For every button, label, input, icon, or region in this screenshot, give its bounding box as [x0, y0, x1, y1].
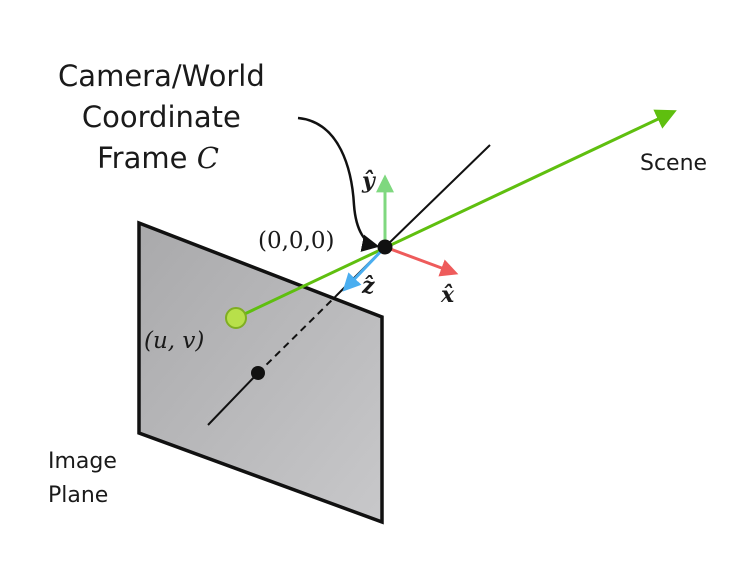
frame-label: Camera/World Coordinate Frame C [58, 59, 274, 175]
optical-axis-scene-side [384, 144, 491, 248]
scene-label: Scene [640, 151, 707, 176]
z-axis-label: ẑ [361, 273, 375, 299]
image-plane-label: Image Plane [48, 449, 124, 508]
x-axis-arrow [384, 245, 459, 277]
frame-pointer-arrow [297, 116, 380, 252]
image-point [225, 307, 247, 329]
y-axis-label: ŷ [361, 168, 377, 194]
optical-axis-solid-back [207, 372, 259, 426]
principal-point [251, 366, 265, 380]
image-point-label: (u, v) [144, 328, 204, 354]
z-axis-arrow [342, 245, 387, 292]
x-axis-label: x̂ [440, 282, 455, 308]
optical-axis-dashed [257, 295, 337, 374]
origin-label: (0,0,0) [258, 228, 334, 254]
origin-point [377, 239, 393, 255]
projection-ray [235, 109, 677, 320]
